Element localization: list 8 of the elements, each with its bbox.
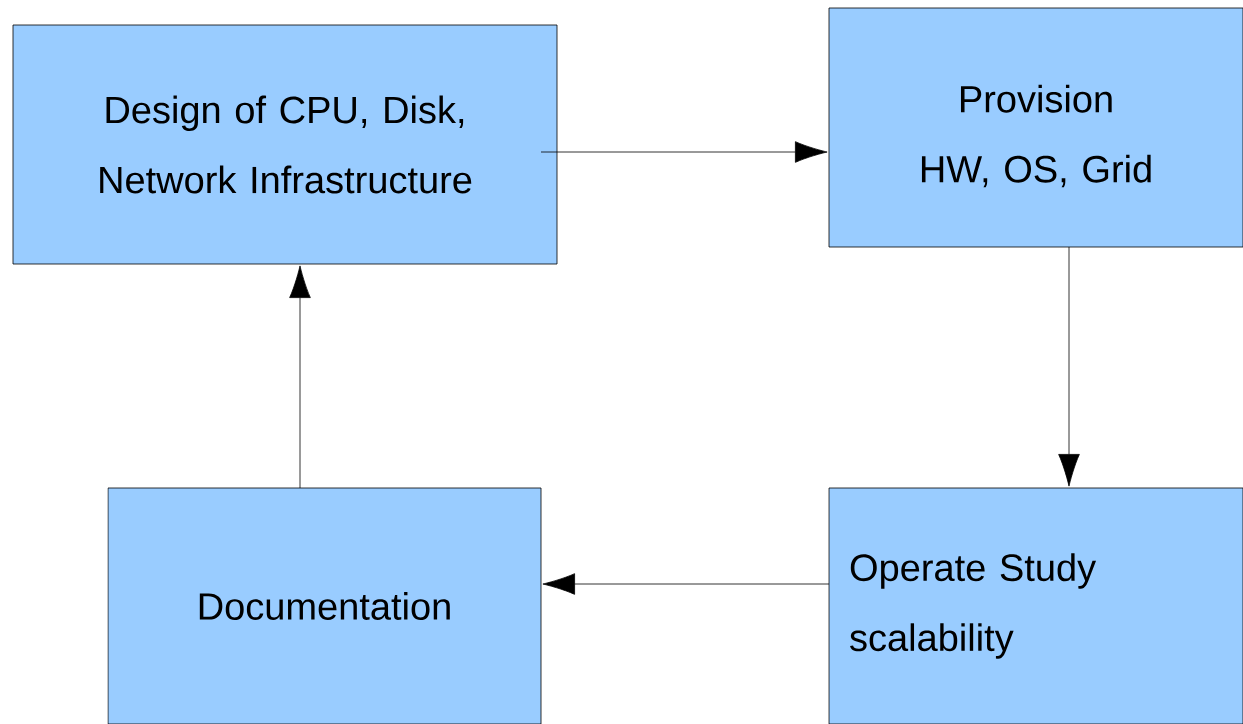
- arrow: [542, 573, 830, 595]
- process-box: Documentation: [107, 487, 542, 724]
- arrow: [289, 265, 311, 489]
- arrow: [540, 141, 828, 163]
- process-box: Provision HW, OS, Grid: [828, 7, 1243, 248]
- arrow: [1058, 246, 1080, 487]
- process-box: Operate Study scalability: [828, 487, 1243, 724]
- process-box: Design of CPU, Disk, Network Infrastructure: [12, 24, 558, 265]
